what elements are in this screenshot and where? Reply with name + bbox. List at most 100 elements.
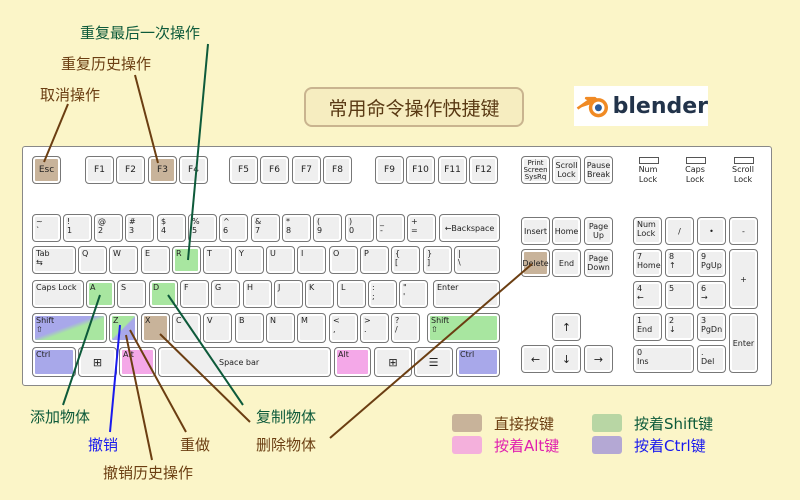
- key-space[interactable]: Space bar: [158, 347, 331, 377]
- key-t[interactable]: T: [203, 246, 232, 274]
- key-u[interactable]: U: [266, 246, 295, 274]
- key-right-ctrl[interactable]: Ctrl: [456, 347, 500, 377]
- key-scroll-lock[interactable]: Scroll Lock: [552, 156, 581, 184]
- key-right-alt[interactable]: Alt: [334, 347, 371, 377]
- key-y[interactable]: Y: [235, 246, 264, 274]
- key-slash[interactable]: ? /: [391, 313, 420, 343]
- key-equal[interactable]: + =: [407, 214, 436, 242]
- key-f11[interactable]: F11: [438, 156, 467, 184]
- key-f12[interactable]: F12: [469, 156, 498, 184]
- key-left-ctrl[interactable]: Ctrl: [32, 347, 76, 377]
- key-pause[interactable]: Pause Break: [584, 156, 613, 184]
- key-p[interactable]: P: [360, 246, 389, 274]
- key-arrow-down[interactable]: ↓: [552, 345, 581, 373]
- key-right-shift[interactable]: Shift ⇧: [427, 313, 500, 343]
- key-print-screen[interactable]: Print Screen SysRq: [521, 156, 550, 184]
- key-num-7[interactable]: 7 Home: [633, 249, 662, 277]
- key-f6[interactable]: F6: [260, 156, 289, 184]
- key-num-9[interactable]: 9 PgUp: [697, 249, 726, 277]
- key-backslash[interactable]: | \: [454, 246, 500, 274]
- key-semicolon[interactable]: : ;: [368, 280, 397, 308]
- key-8[interactable]: * 8: [282, 214, 311, 242]
- key-arrow-right[interactable]: →: [584, 345, 613, 373]
- key-m[interactable]: M: [297, 313, 326, 343]
- key-quote[interactable]: " ': [399, 280, 428, 308]
- key-left-bracket[interactable]: { [: [391, 246, 420, 274]
- key-k[interactable]: K: [305, 280, 334, 308]
- key-minus[interactable]: _ -: [376, 214, 405, 242]
- key-caps-lock[interactable]: Caps Lock: [32, 280, 84, 308]
- key-tab[interactable]: Tab ⇆: [32, 246, 76, 274]
- key-f8[interactable]: F8: [323, 156, 352, 184]
- key-page-up[interactable]: Page Up: [584, 217, 613, 245]
- key-num-2[interactable]: 2 ↓: [665, 313, 694, 341]
- key-7[interactable]: & 7: [251, 214, 280, 242]
- key-num-4[interactable]: 4 ←: [633, 281, 662, 309]
- key-left-alt[interactable]: Alt: [119, 347, 156, 377]
- key-b[interactable]: B: [235, 313, 264, 343]
- key-num-enter[interactable]: Enter: [729, 313, 758, 373]
- key-e[interactable]: E: [141, 246, 170, 274]
- key-delete[interactable]: Delete: [521, 249, 550, 277]
- key-arrow-up[interactable]: ↑: [552, 313, 581, 341]
- key-q[interactable]: Q: [78, 246, 107, 274]
- key-9[interactable]: ( 9: [313, 214, 342, 242]
- key-num-1[interactable]: 1 End: [633, 313, 662, 341]
- key-x[interactable]: X: [141, 313, 170, 343]
- key-s[interactable]: S: [117, 280, 146, 308]
- key-f3[interactable]: F3: [148, 156, 177, 184]
- key-o[interactable]: O: [329, 246, 358, 274]
- key-h[interactable]: H: [243, 280, 272, 308]
- key-num-divide[interactable]: /: [665, 217, 694, 245]
- key-tilde[interactable]: ~ `: [32, 214, 61, 242]
- key-backspace[interactable]: ←Backspace: [439, 214, 500, 242]
- key-num-minus[interactable]: -: [729, 217, 758, 245]
- key-num-0[interactable]: 0 Ins: [633, 345, 694, 373]
- key-home[interactable]: Home: [552, 217, 581, 245]
- key-6[interactable]: ^ 6: [219, 214, 248, 242]
- key-3[interactable]: # 3: [125, 214, 154, 242]
- key-v[interactable]: V: [203, 313, 232, 343]
- key-num-8[interactable]: 8 ↑: [665, 249, 694, 277]
- key-end[interactable]: End: [552, 249, 581, 277]
- key-num-plus[interactable]: +: [729, 249, 758, 309]
- key-num-3[interactable]: 3 PgDn: [697, 313, 726, 341]
- key-f[interactable]: F: [180, 280, 209, 308]
- key-z[interactable]: Z: [109, 313, 138, 343]
- key-f1[interactable]: F1: [85, 156, 114, 184]
- key-f9[interactable]: F9: [375, 156, 404, 184]
- key-num-decimal[interactable]: . Del: [697, 345, 726, 373]
- key-g[interactable]: G: [211, 280, 240, 308]
- key-2[interactable]: @ 2: [94, 214, 123, 242]
- key-l[interactable]: L: [337, 280, 366, 308]
- key-insert[interactable]: Insert: [521, 217, 550, 245]
- key-5[interactable]: % 5: [188, 214, 217, 242]
- key-f7[interactable]: F7: [292, 156, 321, 184]
- key-4[interactable]: $ 4: [157, 214, 186, 242]
- key-comma[interactable]: < ,: [329, 313, 358, 343]
- key-a[interactable]: A: [86, 280, 115, 308]
- key-page-down[interactable]: Page Down: [584, 249, 613, 277]
- key-f5[interactable]: F5: [229, 156, 258, 184]
- key-arrow-left[interactable]: ←: [521, 345, 550, 373]
- key-left-shift[interactable]: Shift ⇧: [32, 313, 107, 343]
- key-j[interactable]: J: [274, 280, 303, 308]
- key-f4[interactable]: F4: [179, 156, 208, 184]
- key-period[interactable]: > .: [360, 313, 389, 343]
- key-right-bracket[interactable]: } ]: [423, 246, 452, 274]
- key-i[interactable]: I: [297, 246, 326, 274]
- key-f2[interactable]: F2: [116, 156, 145, 184]
- key-n[interactable]: N: [266, 313, 295, 343]
- key-num-lock[interactable]: Num Lock: [633, 217, 662, 245]
- key-1[interactable]: ! 1: [63, 214, 92, 242]
- key-enter[interactable]: Enter: [433, 280, 500, 308]
- key-menu[interactable]: ☰: [414, 347, 453, 377]
- key-num-5[interactable]: 5: [665, 281, 694, 309]
- key-num-6[interactable]: 6 →: [697, 281, 726, 309]
- key-num-multiply[interactable]: •: [697, 217, 726, 245]
- key-left-win[interactable]: ⊞: [78, 347, 117, 377]
- key-r[interactable]: R: [172, 246, 201, 274]
- key-0[interactable]: ) 0: [345, 214, 374, 242]
- key-w[interactable]: W: [109, 246, 138, 274]
- key-f10[interactable]: F10: [406, 156, 435, 184]
